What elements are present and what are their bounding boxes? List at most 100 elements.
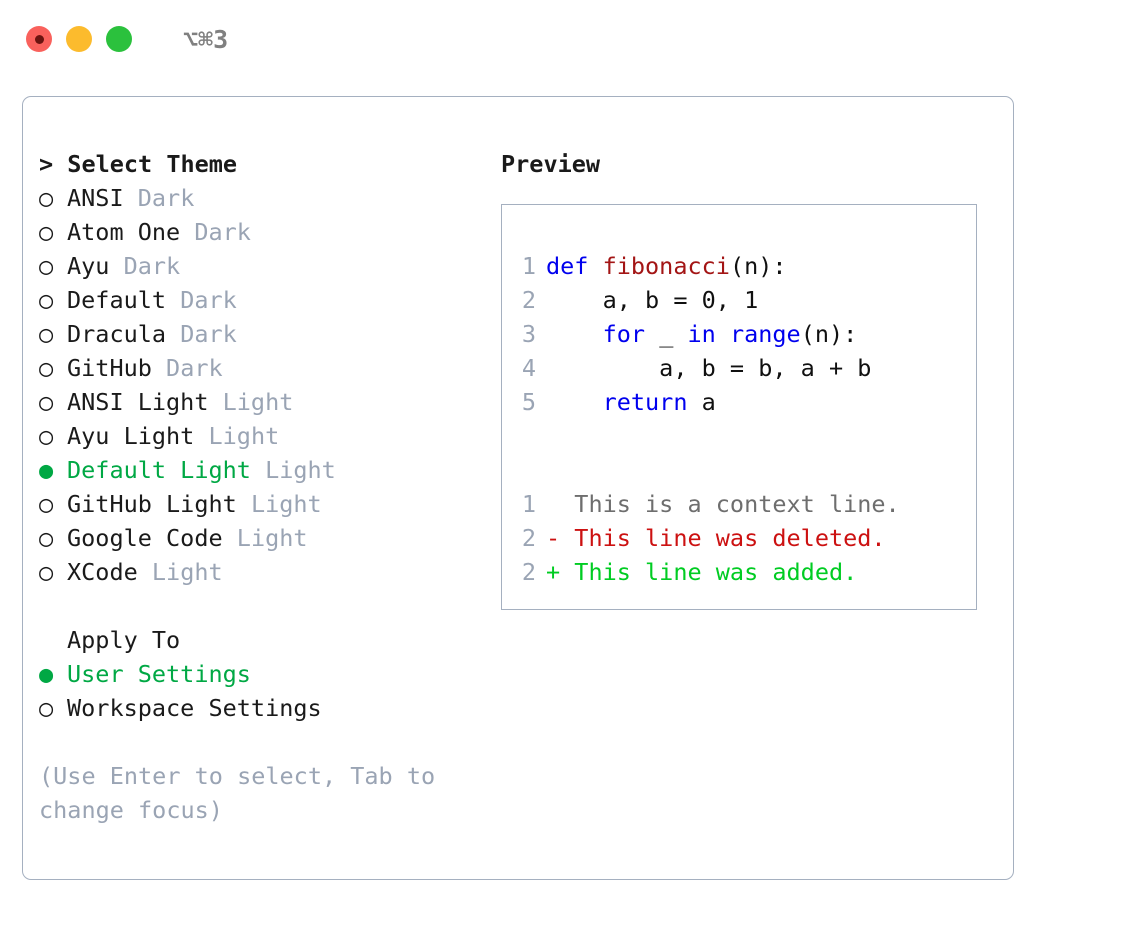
- code-line: 3 for _ in range(n):: [502, 317, 976, 351]
- diff-text: - This line was deleted.: [546, 524, 886, 552]
- minimize-button[interactable]: [66, 26, 92, 52]
- theme-option-default-dark[interactable]: ○ Default Dark: [39, 283, 489, 317]
- theme-option-github-dark[interactable]: ○ GitHub Dark: [39, 351, 489, 385]
- window-controls: [26, 26, 132, 52]
- radio-icon: ○: [39, 558, 54, 586]
- theme-option-label: Dracula: [67, 320, 167, 348]
- code-text: a, b = 0, 1: [546, 283, 759, 317]
- theme-option-tag-text: Light: [208, 422, 280, 450]
- code-token-keyword: in: [687, 320, 730, 348]
- theme-option-tag-text: Dark: [137, 184, 195, 212]
- theme-option-tag-text: Dark: [166, 354, 223, 382]
- diff-line-deleted: 2 - This line was deleted.: [502, 521, 976, 555]
- theme-option-tag: [152, 351, 166, 385]
- theme-option-tag-text: Light: [222, 388, 294, 416]
- theme-option-dracula-dark[interactable]: ○ Dracula Dark: [39, 317, 489, 351]
- theme-option-label: Default: [67, 286, 167, 314]
- code-token-plain: (n):: [729, 252, 787, 280]
- line-number: 2: [521, 558, 536, 586]
- theme-option-tag-text: Dark: [180, 286, 237, 314]
- theme-option-list: ○ ANSI Dark ○ Atom One Dark ○ Ayu: [39, 181, 489, 589]
- theme-option-google-code[interactable]: ○ Google Code Light: [39, 521, 489, 555]
- theme-option-tag-text: Dark: [123, 252, 181, 280]
- line-number: 4: [521, 354, 536, 382]
- theme-option-label: Google Code: [67, 524, 223, 552]
- radio-icon-selected: ●: [39, 456, 54, 484]
- theme-option-tag: [251, 453, 265, 487]
- theme-option-github-light[interactable]: ○ GitHub Light Light: [39, 487, 489, 521]
- theme-option-ayu-light[interactable]: ○ Ayu Light Light: [39, 419, 489, 453]
- radio-icon: ○: [39, 524, 54, 552]
- radio-icon: ○: [39, 320, 54, 348]
- theme-option-xcode[interactable]: ○ XCode Light: [39, 555, 489, 589]
- code-text: def fibonacci(n):: [546, 249, 787, 283]
- line-number: 3: [521, 320, 536, 348]
- theme-option-tag-text: Light: [151, 558, 223, 586]
- code-token-keyword: for: [602, 320, 646, 348]
- apply-to-option-workspace-settings[interactable]: ○ Workspace Settings: [39, 691, 489, 725]
- theme-option-label: Ayu: [67, 252, 110, 280]
- code-token-plain: (n):: [800, 320, 858, 348]
- theme-option-ansi-light[interactable]: ○ ANSI Light Light: [39, 385, 489, 419]
- theme-option-tag-text: Dark: [194, 218, 251, 246]
- theme-option-tag: [194, 419, 208, 453]
- radio-icon: ○: [39, 252, 54, 280]
- theme-option-label: Atom One: [67, 218, 181, 246]
- keyboard-hint-text: (Use Enter to select, Tab to change focu…: [39, 762, 450, 824]
- code-blank-line: [502, 453, 976, 487]
- theme-option-label: Default Light: [67, 456, 251, 484]
- code-token-keyword: return: [602, 388, 688, 416]
- radio-icon-selected: ●: [39, 660, 54, 688]
- line-number: 5: [521, 388, 536, 416]
- diff-text: + This line was added.: [546, 558, 858, 586]
- theme-option-atom-one-dark[interactable]: ○ Atom One Dark: [39, 215, 489, 249]
- code-token-plain: a, b = 0, 1: [546, 286, 759, 314]
- theme-option-default-light[interactable]: ● Default Light Light: [39, 453, 489, 487]
- theme-option-tag-text: Light: [250, 490, 322, 518]
- code-line: 4 a, b = b, a + b: [502, 351, 976, 385]
- select-theme-header: > Select Theme: [39, 150, 238, 178]
- theme-option-ayu-dark[interactable]: ○ Ayu Dark: [39, 249, 489, 283]
- keyboard-shortcut-label: ⌥⌘3: [183, 24, 229, 54]
- close-button[interactable]: [26, 26, 52, 52]
- maximize-button[interactable]: [106, 26, 132, 52]
- apply-to-option-label: Workspace Settings: [67, 694, 322, 722]
- line-number: 2: [521, 524, 536, 552]
- diff-line-added: 2 + This line was added.: [502, 555, 976, 589]
- theme-option-ansi-dark[interactable]: ○ ANSI Dark: [39, 181, 489, 215]
- theme-option-tag: [124, 181, 138, 215]
- code-text: a, b = b, a + b: [546, 351, 871, 385]
- radio-icon: ○: [39, 490, 54, 518]
- theme-picker-panel: > Select Theme ○ ANSI Dark ○ Atom One Da…: [22, 96, 1014, 880]
- line-number: 1: [521, 252, 536, 280]
- apply-to-option-user-settings[interactable]: ● User Settings: [39, 657, 489, 691]
- radio-icon: ○: [39, 286, 54, 314]
- theme-option-tag: [223, 521, 237, 555]
- preview-box: 1 def fibonacci(n): 2 a, b = 0, 1 3 for …: [501, 204, 977, 610]
- code-token-plain: a: [687, 388, 716, 416]
- diff-line-context: 1 This is a context line.: [502, 487, 976, 521]
- theme-option-tag: [180, 215, 194, 249]
- theme-option-tag: [166, 283, 180, 317]
- radio-icon: ○: [39, 694, 54, 722]
- theme-option-tag: [166, 317, 180, 351]
- radio-icon: ○: [39, 388, 54, 416]
- theme-option-tag-text: Light: [236, 524, 308, 552]
- code-line: 2 a, b = 0, 1: [502, 283, 976, 317]
- theme-list-column: > Select Theme ○ ANSI Dark ○ Atom One Da…: [39, 147, 489, 827]
- code-line: 1 def fibonacci(n):: [502, 249, 976, 283]
- code-token-plain: _: [645, 320, 688, 348]
- diff-text: This is a context line.: [546, 490, 900, 518]
- title-bar: ⌥⌘3: [0, 0, 1140, 78]
- theme-option-label: ANSI: [67, 184, 124, 212]
- code-line: 5 return a: [502, 385, 976, 419]
- theme-option-tag-text: Dark: [180, 320, 237, 348]
- apply-to-option-list: ● User Settings ○ Workspace Settings: [39, 657, 489, 725]
- radio-icon: ○: [39, 354, 54, 382]
- code-text: for _ in range(n):: [546, 317, 858, 351]
- code-token-function: fibonacci: [602, 252, 730, 280]
- code-token-builtin: range: [729, 320, 801, 348]
- code-token-plain: [546, 388, 603, 416]
- apply-to-header: Apply To: [67, 626, 181, 654]
